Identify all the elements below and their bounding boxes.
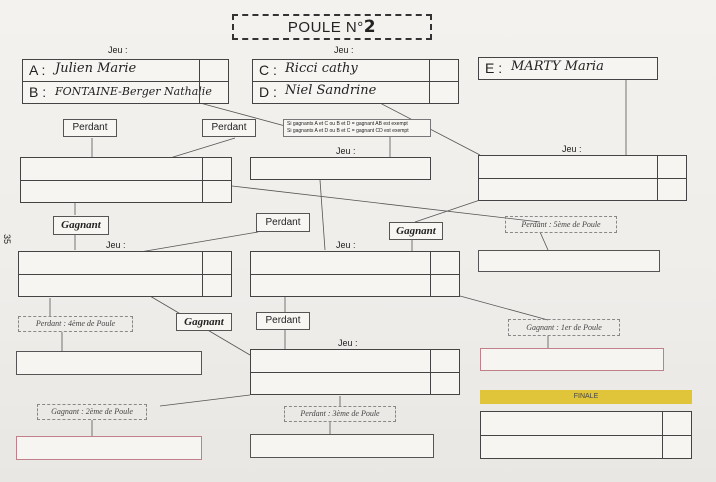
finale-header: FINALE <box>480 390 692 404</box>
jeu-label-r2-mid: Jeu : <box>336 146 356 156</box>
perdant-tag-r3: Perdant <box>256 312 310 330</box>
match-box-r2-right[interactable] <box>478 155 687 201</box>
player-letter: D : <box>259 84 277 100</box>
placement-tag-4th: Perdant : 4ème de Poule <box>18 316 133 332</box>
poule-title: POULE N°2 <box>232 14 432 40</box>
finale-box[interactable] <box>480 411 692 459</box>
score-cell[interactable] <box>202 158 203 202</box>
gagnant-tag-right: Gagnant <box>389 222 443 240</box>
note-line-1: Si gagnants A et C ou B et D = gagnant A… <box>287 121 408 127</box>
player-letter: B : <box>29 84 47 100</box>
player-name: MARTY Maria <box>511 59 604 74</box>
player-row-c[interactable]: C : Ricci cathy <box>252 59 459 82</box>
player-name: Niel Sandrine <box>285 83 377 98</box>
note-line-2: Si gagnants A et D ou B et C = gagnant C… <box>287 128 409 134</box>
player-letter: E : <box>485 60 503 76</box>
placement-tag-2nd: Gagnant : 2ème de Poule <box>37 404 147 420</box>
player-row-e[interactable]: E : MARTY Maria <box>478 57 658 80</box>
gagnant-tag-r3: Gagnant <box>176 313 232 331</box>
player-row-b[interactable]: B : FONTAINE-Berger Nathalie <box>22 81 229 104</box>
exemption-note: Si gagnants A et C ou B et D = gagnant A… <box>283 119 431 137</box>
perdant-tag-ab: Perdant <box>63 119 117 137</box>
player-letter: A : <box>29 62 46 78</box>
score-cell[interactable] <box>429 60 430 81</box>
jeu-label-r3-mid: Jeu : <box>336 240 356 250</box>
player-row-d[interactable]: D : Niel Sandrine <box>252 81 459 104</box>
perdant-tag-cd: Perdant <box>202 119 256 137</box>
page-number: 35 <box>2 233 13 245</box>
result-box-2nd[interactable] <box>16 436 202 460</box>
player-row-a[interactable]: A : Julien Marie <box>22 59 229 82</box>
player-name: Ricci cathy <box>285 61 358 76</box>
player-name: FONTAINE-Berger Nathalie <box>55 85 212 98</box>
player-name: Julien Marie <box>55 61 137 76</box>
score-cell[interactable] <box>430 350 431 394</box>
score-cell[interactable] <box>430 252 431 296</box>
score-cell[interactable] <box>199 60 200 81</box>
result-box-4th[interactable] <box>16 351 202 375</box>
jeu-label-r2-right: Jeu : <box>562 144 582 154</box>
player-letter: C : <box>259 62 277 78</box>
placement-tag-3rd: Perdant : 3ème de Poule <box>284 406 396 422</box>
gagnant-tag-left: Gagnant <box>53 216 109 235</box>
match-box-r3-left[interactable] <box>18 251 232 297</box>
jeu-label-r4: Jeu : <box>338 338 358 348</box>
jeu-label-ab: Jeu : <box>108 45 128 55</box>
jeu-label-cd: Jeu : <box>334 45 354 55</box>
match-box-r2-mid[interactable] <box>250 157 431 180</box>
score-cell[interactable] <box>429 82 430 103</box>
placement-tag-5th: Perdant : 5ème de Poule <box>505 216 617 233</box>
match-box-r2-left[interactable] <box>20 157 232 203</box>
jeu-label-r3-left: Jeu : <box>106 240 126 250</box>
placement-tag-1st: Gagnant : 1er de Poule <box>508 319 620 336</box>
score-cell[interactable] <box>199 82 200 103</box>
perdant-tag-mid: Perdant <box>256 213 310 232</box>
score-cell[interactable] <box>662 412 663 458</box>
result-box-3rd[interactable] <box>250 434 434 458</box>
match-box-r3-mid[interactable] <box>250 251 460 297</box>
score-cell[interactable] <box>657 156 658 200</box>
result-box-5th[interactable] <box>478 250 660 272</box>
match-box-r4[interactable] <box>250 349 460 395</box>
score-cell[interactable] <box>202 252 203 296</box>
result-box-1st[interactable] <box>480 348 664 371</box>
